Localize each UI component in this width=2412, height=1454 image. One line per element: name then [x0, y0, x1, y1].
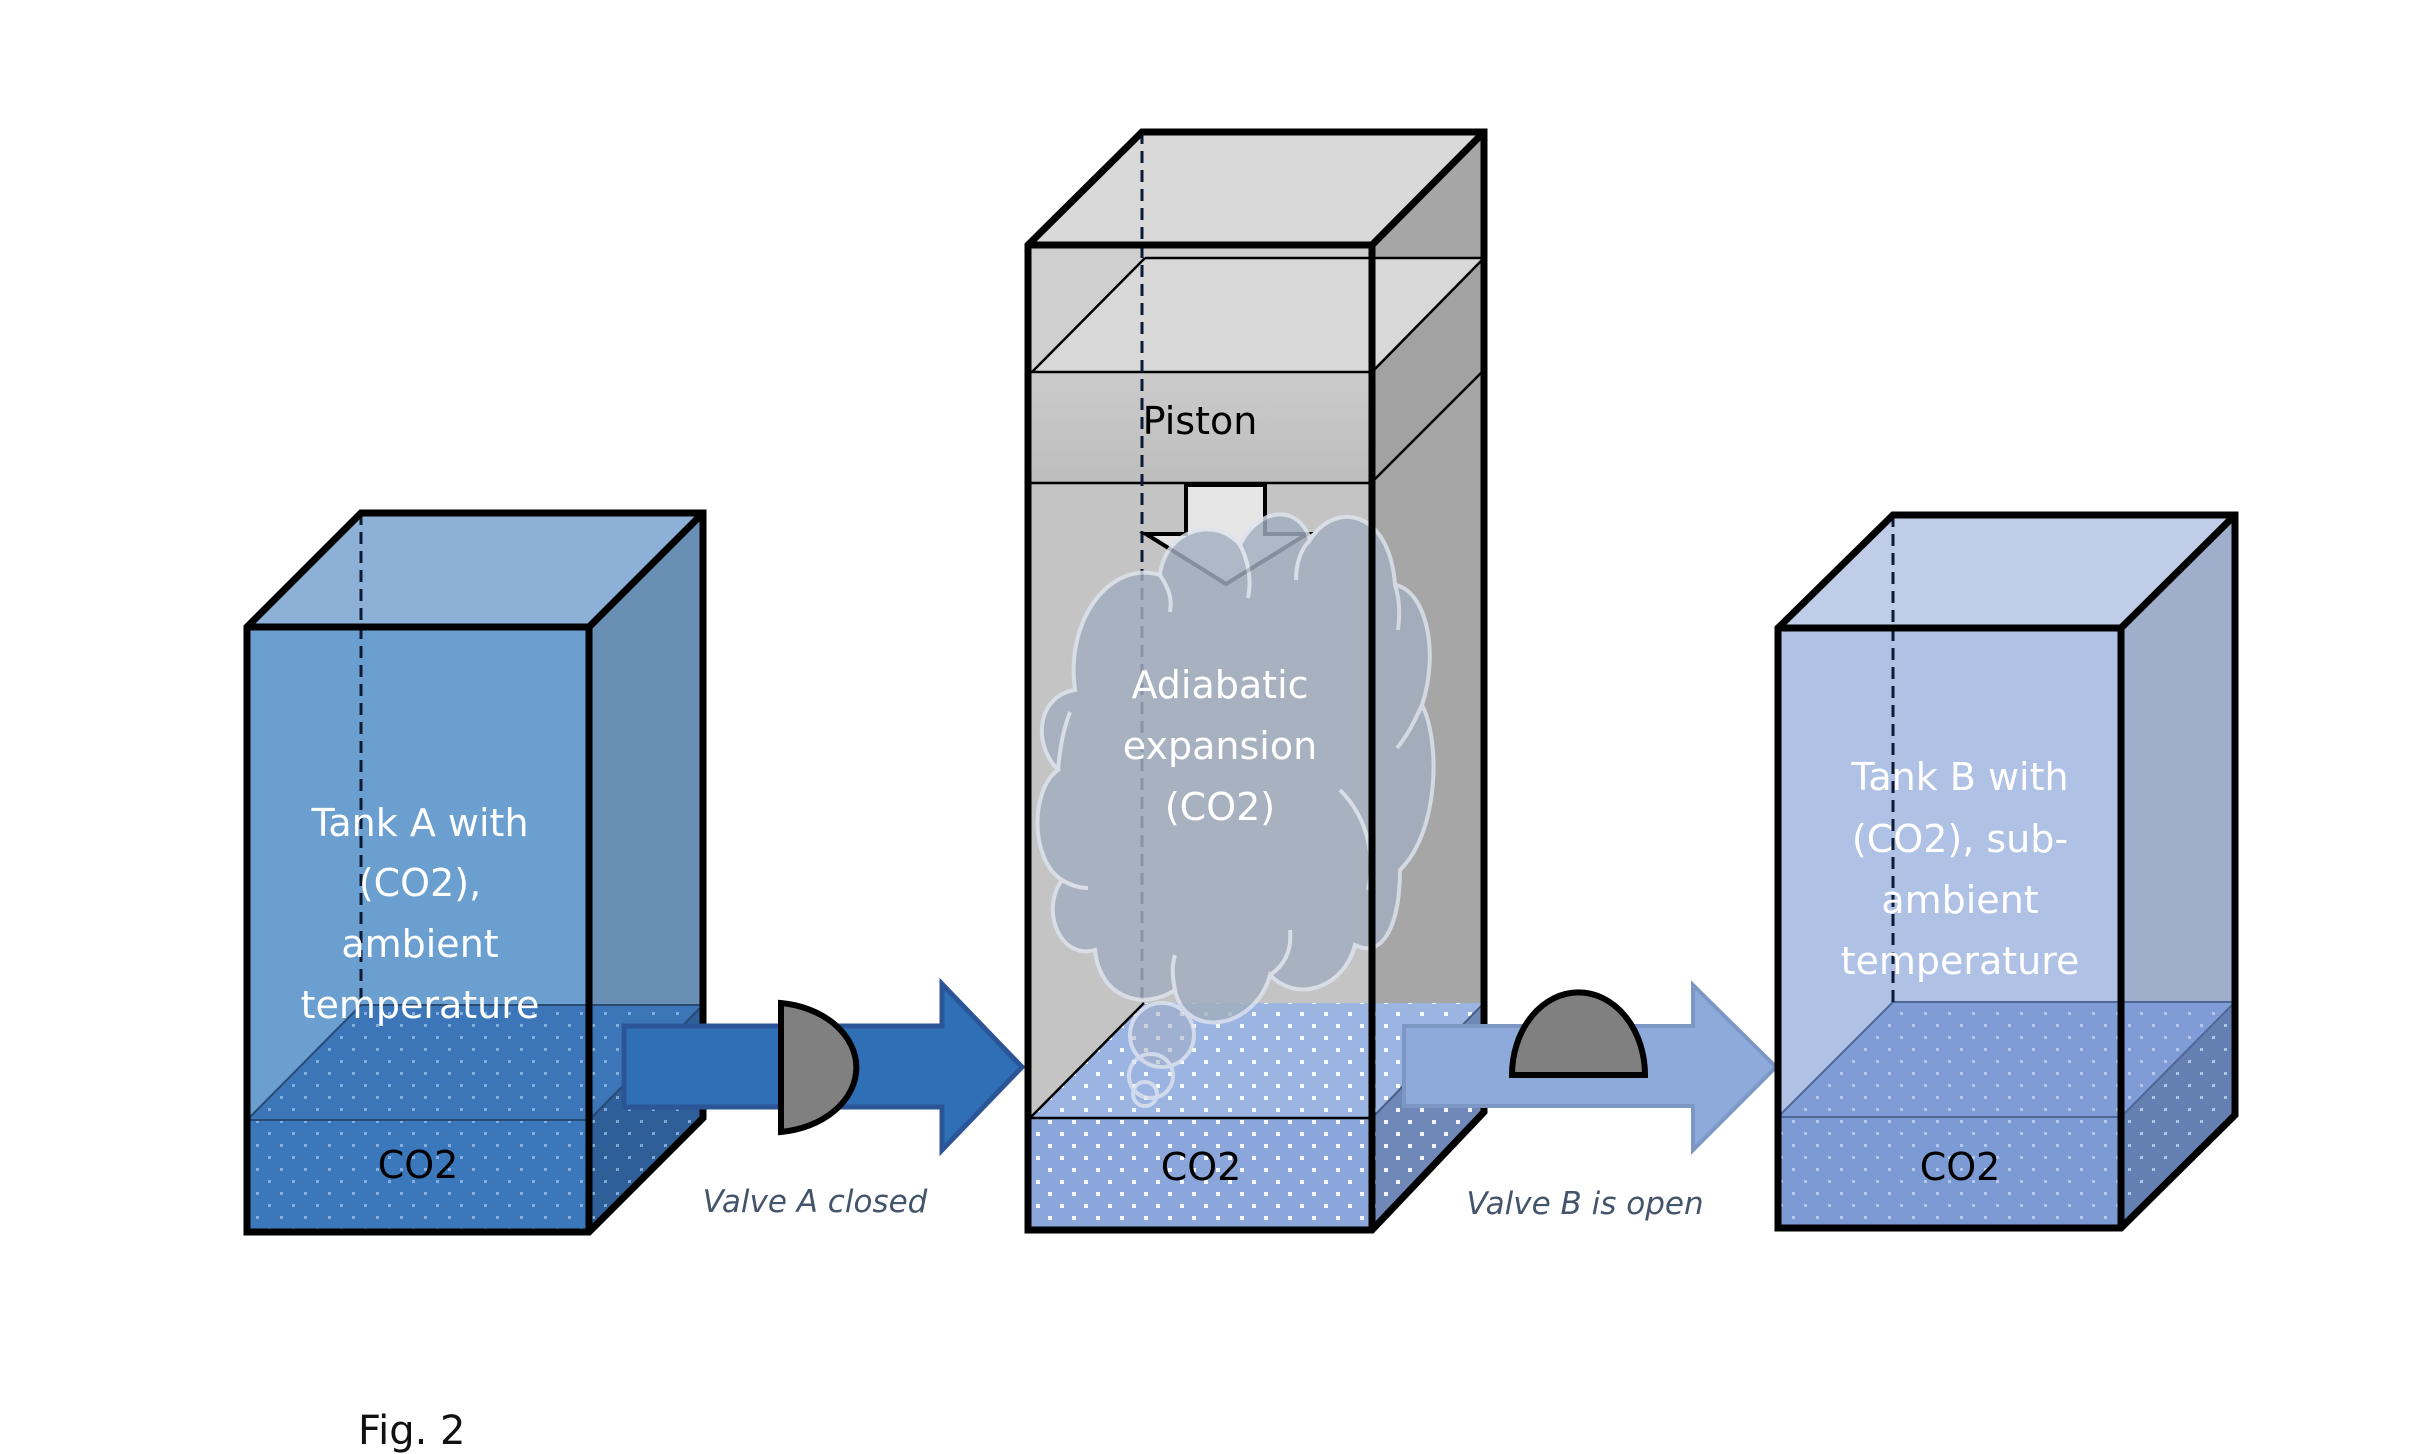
- cloud-inner-curve: [1060, 878, 1089, 890]
- valve-a-icon[interactable]: [778, 999, 860, 1136]
- cylinder-liquid-label: CO2: [1161, 1145, 1242, 1189]
- piston-right-bottom-edge: [1371, 369, 1485, 483]
- tank-b-label-line: Tank B with: [1850, 755, 2068, 799]
- cloud-inner-curve: [1238, 544, 1252, 599]
- cloud-inner-curve: [1056, 711, 1072, 771]
- cloud-inner-curve: [1170, 954, 1177, 991]
- cloud-inner-curve: [1395, 704, 1424, 750]
- tank-a-label-line: ambient: [341, 922, 498, 966]
- valve-b-label: Valve B is open: [1466, 1186, 1703, 1222]
- tank-a-liquid-label: CO2: [378, 1143, 459, 1187]
- cloud-bubble-large: [1128, 1001, 1196, 1069]
- cloud-label-line: (CO2): [1165, 785, 1275, 829]
- tank-b-liquid-label: CO2: [1920, 1145, 2001, 1189]
- expansion-cloud: [1035, 512, 1436, 1108]
- tank-a-outline: [243, 509, 707, 1236]
- tank-a-label-line: temperature: [301, 983, 540, 1027]
- tank-b-outline: [1774, 511, 2239, 1232]
- cloud-label: Adiabatic expansion (CO2): [1123, 663, 1317, 829]
- tank-b-label-line: ambient: [1881, 878, 2038, 922]
- cloud-inner-curve: [1158, 573, 1173, 613]
- cloud-inner-curve: [1268, 929, 1293, 977]
- piston-front-face: [1030, 372, 1370, 483]
- tank-a: CO2 Tank A with (CO2), ambient temperatu…: [243, 509, 707, 1236]
- tank-b: CO2 Tank B with (CO2), sub- ambient temp…: [1774, 511, 2239, 1232]
- tank-a-label-line: (CO2),: [359, 861, 481, 905]
- expansion-cylinder: Piston CO2: [1024, 128, 1488, 1234]
- piston-left-edge: [1031, 257, 1146, 373]
- cylinder-outline: [1024, 128, 1488, 1234]
- tank-b-label-line: temperature: [1841, 939, 2080, 983]
- cloud-bubble-medium: [1127, 1052, 1175, 1100]
- figure-caption: Fig. 2: [358, 1408, 465, 1454]
- valve-a-label: Valve A closed: [703, 1184, 928, 1220]
- piston-label: Piston: [1143, 399, 1258, 443]
- valve-b-icon[interactable]: [1508, 989, 1649, 1078]
- cloud-label-line: expansion: [1123, 724, 1317, 768]
- cloud-inner-curve: [1393, 584, 1402, 631]
- piston-right-top-edge: [1371, 257, 1485, 373]
- cylinder-top-right-edge: [1369, 129, 1487, 248]
- tank-a-label-line: Tank A with: [310, 801, 528, 845]
- cloud-label-line: Adiabatic: [1131, 663, 1308, 707]
- cloud-shape: [1035, 512, 1436, 1025]
- cloud-inner-curve: [1294, 538, 1312, 581]
- cloud-bubble-small: [1131, 1080, 1159, 1108]
- tank-a-top-right-edge: [586, 510, 706, 630]
- tank-b-label: Tank B with (CO2), sub- ambient temperat…: [1841, 755, 2080, 983]
- piston-side-face: [1372, 258, 1484, 482]
- cylinder-liquid-edge: [1029, 1002, 1145, 1119]
- tank-a-label: Tank A with (CO2), ambient temperature: [301, 801, 540, 1027]
- tank-b-label-line: (CO2), sub-: [1852, 817, 2068, 861]
- tank-b-top-right-edge: [2118, 512, 2238, 631]
